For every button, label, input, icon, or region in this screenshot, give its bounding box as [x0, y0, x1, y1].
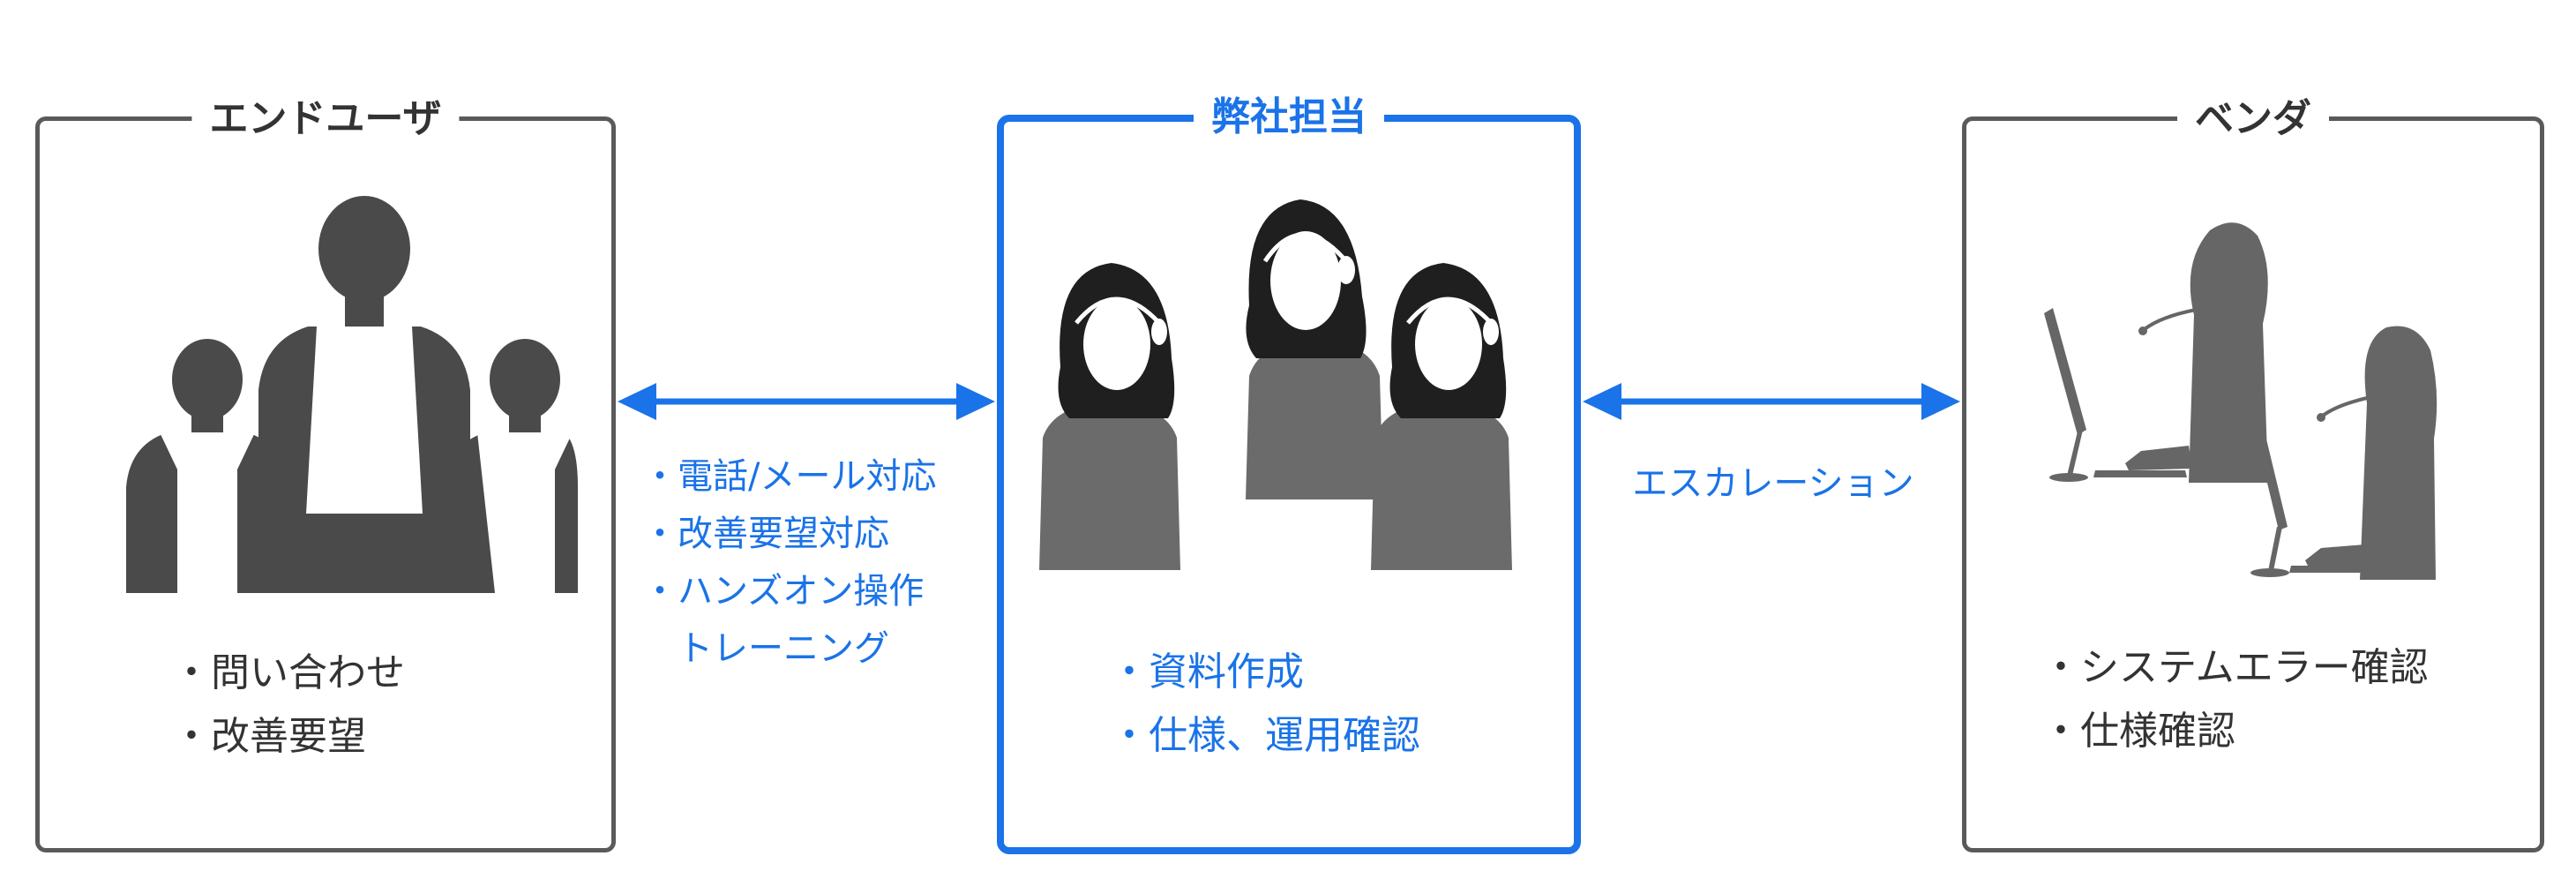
team-item: 資料作成: [1110, 641, 1420, 704]
team-items: 資料作成 仕様、運用確認: [1110, 641, 1420, 768]
support-service-item: 改善要望対応: [642, 506, 936, 563]
user-group-icon: [126, 196, 578, 593]
support-service-item: 電話/メール対応: [642, 448, 936, 506]
support-service-item: ハンズオン操作: [642, 563, 936, 620]
end-user-items: 問い合わせ 改善要望: [172, 642, 405, 769]
support-service-item: トレーニング: [678, 628, 889, 669]
double-arrow-icon: [1583, 383, 1960, 420]
end-user-item: 問い合わせ: [172, 642, 405, 705]
escalation-label: エスカレーション: [1632, 463, 1914, 504]
vendor-items: システムエラー確認 仕様確認: [2041, 636, 2429, 763]
end-user-title: エンドユーザ: [191, 94, 460, 144]
vendor-operators-icon: [2044, 222, 2437, 580]
end-user-box: エンドユーザ 問い合わせ 改善要望: [35, 94, 616, 852]
team-item: 仕様、運用確認: [1110, 704, 1420, 768]
vendor-item: システムエラー確認: [2041, 636, 2429, 700]
vendor-box: ベンダ システムエラー確認 仕様確認: [1962, 94, 2544, 852]
double-arrow-icon: [618, 383, 995, 420]
team-title: 弊社担当: [1194, 93, 1384, 142]
end-user-item: 改善要望: [172, 705, 405, 769]
support-operators-icon: [1039, 199, 1512, 570]
team-box: 弊社担当 資料作成 仕様、運用確認: [997, 93, 1581, 854]
vendor-item: 仕様確認: [2041, 700, 2429, 763]
support-services-list: 電話/メール対応 改善要望対応 ハンズオン操作 トレーニング: [642, 448, 936, 678]
vendor-title: ベンダ: [2177, 94, 2329, 144]
